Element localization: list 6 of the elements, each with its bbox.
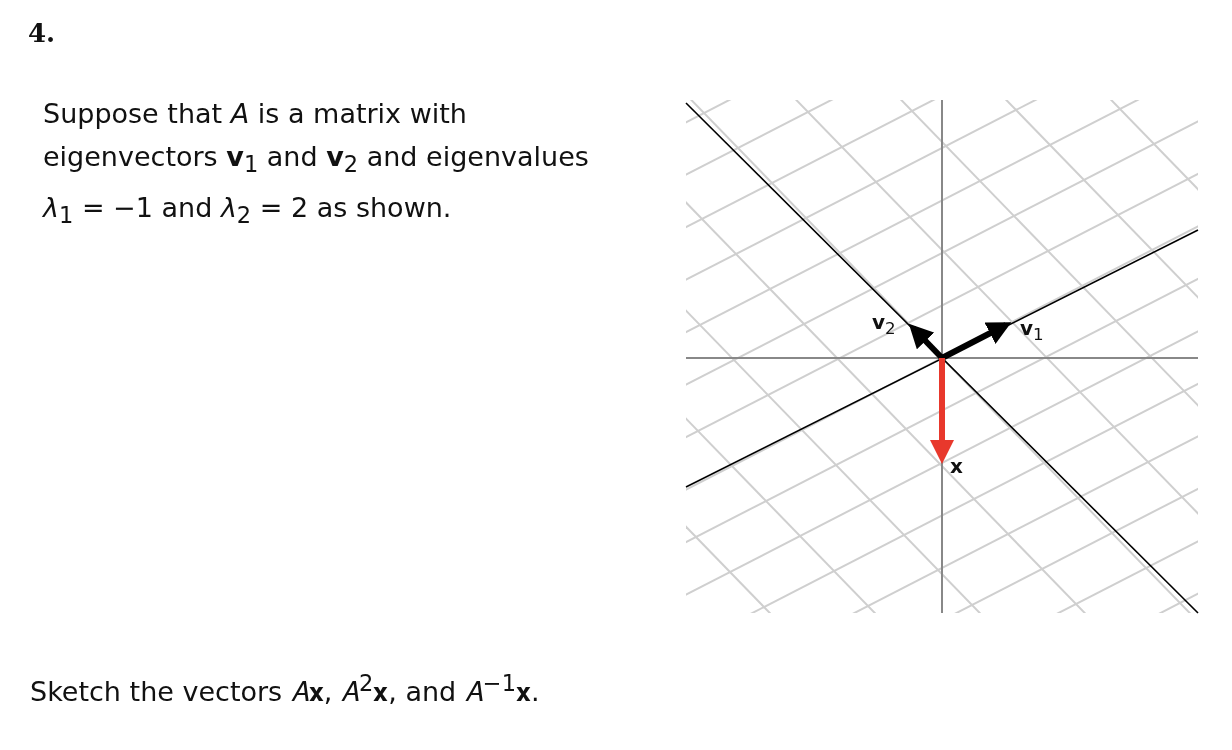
problem-number: 4. <box>28 18 56 48</box>
vector-label: v$_{1}$ <box>1020 316 1044 344</box>
vector-label: v$_{2}$ <box>872 310 896 338</box>
problem-text: Sketch the vectors 𝐴𝐱, 𝐴$^{2}$𝐱, and 𝐴$^{−1}$𝐱. <box>30 670 540 708</box>
vector-label: x <box>950 454 963 478</box>
problem-text: Suppose that A is a matrix with eigenvectors v$_{1}$ and v$_{2}$ and eigenvalues λ$_{1}$ = −1 and λ$_{2}$ = 2 as shown. <box>43 97 590 231</box>
